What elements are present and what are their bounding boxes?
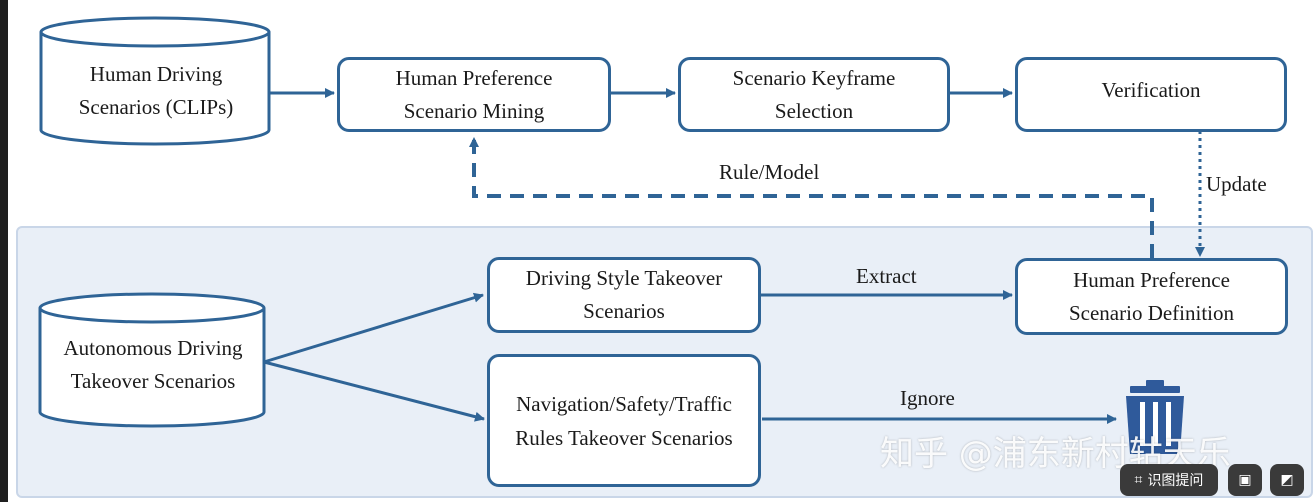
trash-icon <box>1126 380 1184 454</box>
ocr-button[interactable]: ▣ <box>1228 464 1262 496</box>
image-question-label: 识图提问 <box>1147 473 1204 489</box>
ignore-label: Ignore <box>900 386 955 410</box>
autonomous-driving-cylinder <box>38 292 266 428</box>
ocr-icon: ▣ <box>1238 472 1252 488</box>
image-edit-icon: ◩ <box>1280 472 1294 488</box>
update-label: Update <box>1206 172 1267 196</box>
arrow-rule-model-feedback <box>469 137 1154 258</box>
driving-style-box: Driving Style Takeover Scenarios <box>487 257 761 333</box>
nav-safety-box: Navigation/Safety/Traffic Rules Takeover… <box>487 354 761 487</box>
scan-icon: ⌗ <box>1134 472 1143 488</box>
verification-box: Verification <box>1015 57 1287 132</box>
image-question-button[interactable]: ⌗ 识图提问 <box>1120 464 1218 496</box>
extract-label: Extract <box>856 264 917 288</box>
human-driving-scenarios-label: Human Driving Scenarios (CLIPs) <box>78 62 234 119</box>
scenario-keyframe-box: Scenario Keyframe Selection <box>678 57 950 132</box>
human-preference-mining-box: Human Preference Scenario Mining <box>337 57 611 132</box>
autonomous-takeover-label: Autonomous Driving Takeover Scenarios <box>63 336 243 393</box>
image-edit-button[interactable]: ◩ <box>1270 464 1304 496</box>
rule-model-label: Rule/Model <box>719 160 820 184</box>
window-edge <box>0 0 8 502</box>
arrow-source-to-nav-safety <box>263 360 485 422</box>
human-preference-definition-box: Human Preference Scenario Definition <box>1015 258 1288 335</box>
human-driving-cylinder <box>39 16 271 146</box>
arrow-source-to-driving-style <box>263 292 484 364</box>
